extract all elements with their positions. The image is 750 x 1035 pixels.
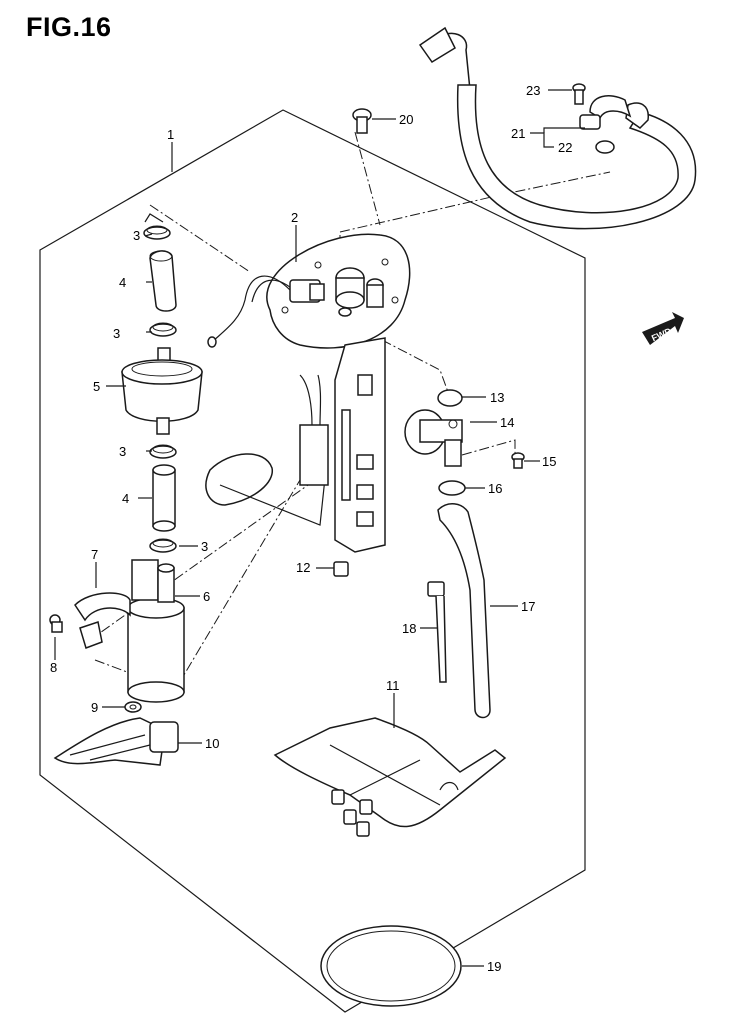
- fuel-outlet-hose: [418, 26, 697, 230]
- callout-3-b: 3: [113, 326, 120, 341]
- callout-4-a: 4: [119, 275, 126, 290]
- forward-direction-badge: FWD: [642, 312, 684, 345]
- callout-10: 10: [205, 736, 219, 751]
- callout-23: 23: [526, 83, 540, 98]
- fuel-filter: [121, 347, 203, 435]
- bolt-23: [572, 83, 586, 105]
- callout-20: 20: [399, 112, 413, 127]
- callout-3-c: 3: [119, 444, 126, 459]
- callout-16: 16: [488, 481, 502, 496]
- screw-15: [511, 452, 525, 469]
- callout-3-d: 3: [201, 539, 208, 554]
- callout-18: 18: [402, 621, 416, 636]
- hose-clamp-3: [149, 444, 177, 459]
- bolt-20: [352, 108, 372, 134]
- callout-12: 12: [296, 560, 310, 575]
- callout-7: 7: [91, 547, 98, 562]
- callout-19: 19: [487, 959, 501, 974]
- bolt-12: [333, 561, 349, 577]
- callout-8: 8: [50, 660, 57, 675]
- callout-22: 22: [558, 140, 572, 155]
- hose-clamp-4: [149, 538, 177, 553]
- washer-9: [124, 701, 142, 713]
- fuel-cut-valve: [404, 409, 463, 467]
- fuel-pump: [127, 559, 185, 703]
- screw-8: [49, 614, 63, 633]
- callout-6: 6: [203, 589, 210, 604]
- hose-clamp-2: [149, 322, 177, 337]
- breather-hose: [437, 503, 491, 719]
- forward-arrow-icon: [642, 312, 684, 345]
- callout-4-b: 4: [122, 491, 129, 506]
- fuel-hose-lower: [152, 464, 176, 532]
- callout-2: 2: [291, 210, 298, 225]
- callout-15: 15: [542, 454, 556, 469]
- callout-11: 11: [386, 678, 400, 693]
- cable-tie: [427, 581, 447, 683]
- leader-lines: [54, 89, 585, 967]
- fuel-level-float: [205, 374, 329, 526]
- washer-22: [595, 140, 615, 154]
- callout-labels: 1 2 3 3 3 3 4 4 5 6 7 8 9 10 11 12 13 14…: [50, 83, 572, 974]
- assembly-boundary: [39, 109, 586, 1013]
- fuel-strainer: [53, 717, 179, 766]
- clip-16: [438, 480, 466, 496]
- pump-flange-plate: [266, 233, 411, 349]
- fuel-hose-upper: [149, 250, 177, 312]
- callout-9: 9: [91, 700, 98, 715]
- hose-clamp-top: [143, 213, 171, 240]
- callout-13: 13: [490, 390, 504, 405]
- pump-bracket-column: [334, 337, 386, 553]
- callout-14: 14: [500, 415, 514, 430]
- callout-17: 17: [521, 599, 535, 614]
- figure-title: FIG.16: [26, 12, 112, 42]
- callout-1: 1: [167, 127, 174, 142]
- callout-5: 5: [93, 379, 100, 394]
- wiring-harness: [207, 275, 325, 348]
- o-ring-13: [437, 389, 463, 407]
- pump-protector: [273, 717, 507, 837]
- callout-21: 21: [511, 126, 525, 141]
- flange-gasket: [320, 925, 462, 1007]
- pump-clamp-band: [74, 592, 131, 649]
- callout-3-a: 3: [133, 228, 140, 243]
